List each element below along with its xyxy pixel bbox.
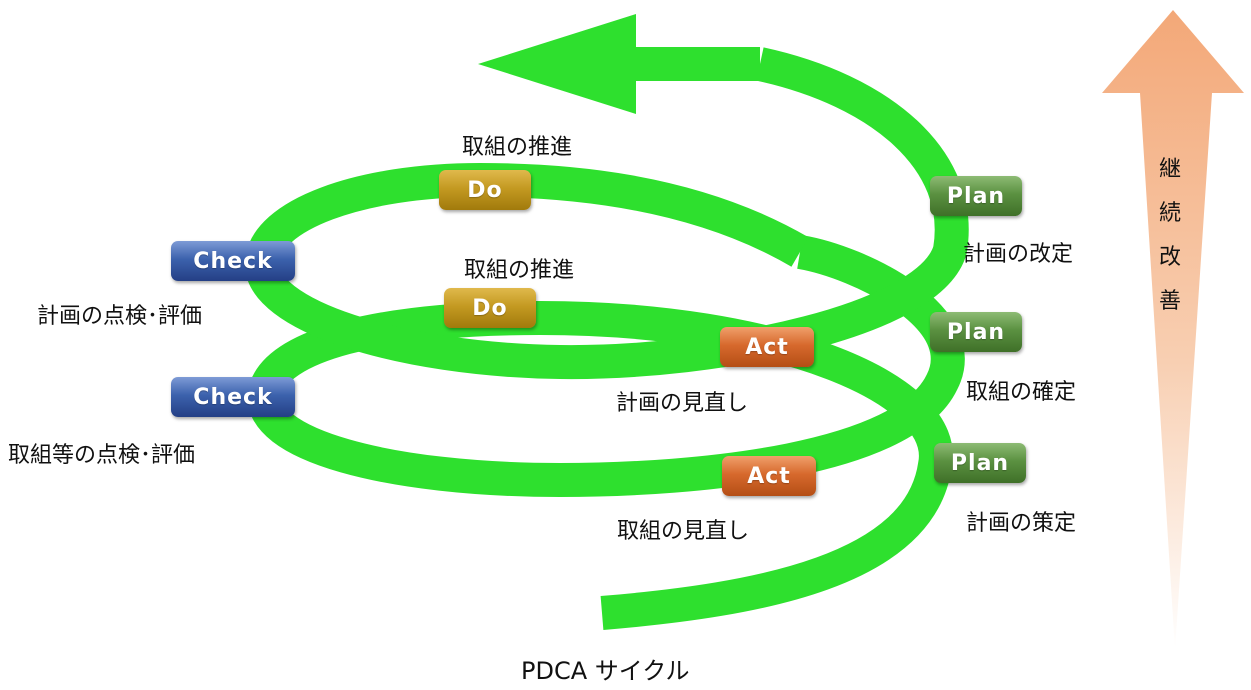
- check-caption-2: 計画の点検･評価: [37, 304, 203, 329]
- act-caption-1: 取組の見直し: [617, 519, 750, 544]
- do-badge-1: Do: [444, 288, 536, 328]
- do-caption-2: 取組の推進: [462, 135, 573, 160]
- vertical-char-3: 改: [1158, 245, 1181, 270]
- plan-caption-3: 計画の改定: [963, 242, 1074, 267]
- check-badge-1: Check: [171, 377, 295, 417]
- diagram-footer-caption: PDCA サイクル: [521, 657, 690, 685]
- plan-badge-3: Plan: [930, 176, 1022, 216]
- vertical-char-2: 続: [1158, 201, 1181, 226]
- check-badge-2: Check: [171, 241, 295, 281]
- do-badge-2: Do: [439, 170, 531, 210]
- improvement-arrow: [1102, 10, 1244, 650]
- act-badge-1: Act: [722, 456, 816, 496]
- spiral-arrow-head: [478, 14, 636, 114]
- plan-badge-2: Plan: [930, 312, 1022, 352]
- plan-caption-2: 取組の確定: [966, 380, 1077, 405]
- plan-caption-1: 計画の策定: [966, 511, 1077, 536]
- vertical-char-1: 継: [1158, 157, 1181, 182]
- continuous-improvement-label: 継 続 改 善: [1140, 148, 1200, 324]
- check-caption-1: 取組等の点検･評価: [8, 443, 196, 468]
- act-caption-2: 計画の見直し: [616, 391, 749, 416]
- act-badge-2: Act: [720, 327, 814, 367]
- do-caption-1: 取組の推進: [464, 258, 575, 283]
- plan-badge-1: Plan: [934, 443, 1026, 483]
- vertical-char-4: 善: [1158, 289, 1181, 314]
